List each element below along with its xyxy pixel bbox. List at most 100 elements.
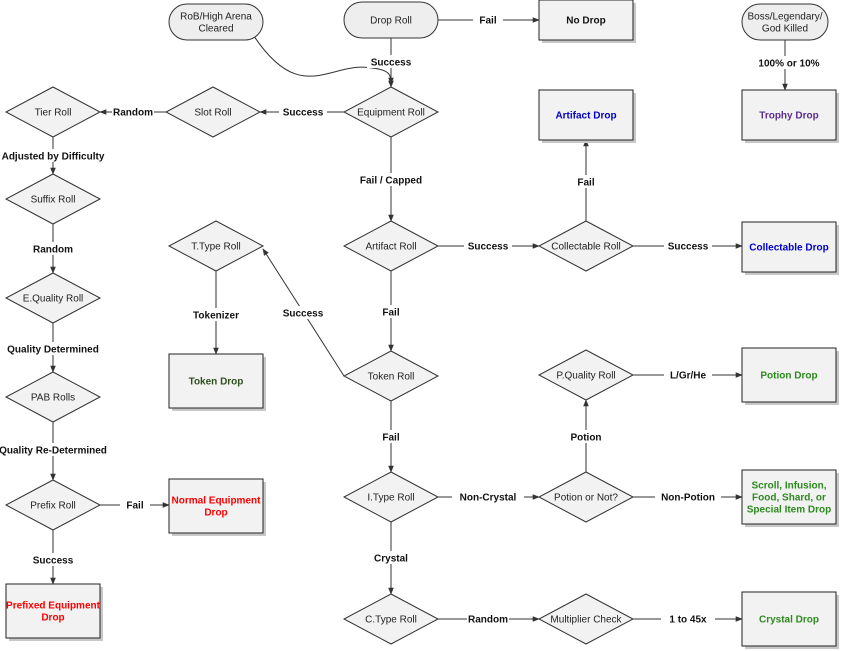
label-background (664, 368, 712, 381)
node-crystal-drop: Crystal Drop (741, 591, 839, 649)
edge-label-success-equipment: Success (367, 55, 415, 69)
decision-shape (342, 350, 440, 402)
label-background (32, 242, 74, 255)
label-background (186, 308, 246, 321)
decision-shape (4, 272, 102, 324)
node-label: T.Type Roll (191, 242, 240, 253)
outcome-box (741, 347, 837, 403)
edge-rob-cleared-to-equipment-roll (249, 29, 394, 85)
node-label: Boss/Legendary/ (747, 12, 822, 23)
node-potion-or-not: Potion or Not? (537, 471, 635, 523)
label-background (376, 430, 406, 443)
decision-shape (537, 471, 635, 523)
node-collectable-roll: Collectable Roll (537, 220, 635, 272)
edge-label-lgrhe: L/Gr/He (664, 368, 712, 382)
edge-label-random-tier: Random (112, 105, 154, 119)
node-label: God Killed (762, 24, 808, 35)
decision-shape (537, 593, 635, 645)
node-label: E.Quality Roll (23, 294, 84, 305)
edge-label-success-prefixed: Success (29, 553, 77, 567)
label-background (367, 551, 415, 564)
edge-label-success-collectable-roll: Success (464, 239, 512, 253)
label-background (655, 490, 721, 503)
edge-label-text: Quality Determined (7, 345, 99, 356)
edge-label-text: 100% or 10% (758, 59, 819, 70)
decision-shape (4, 173, 102, 225)
edge-label-success-ttype: Success (279, 306, 327, 320)
node-pquality-roll: P.Quality Roll (537, 349, 635, 401)
edge-label-success-collectable-drop: Success (664, 239, 712, 253)
edge-label-text: Non-Crystal (460, 493, 517, 504)
decision-shape (4, 371, 102, 423)
node-slot-roll: Slot Roll (164, 86, 262, 138)
decision-shape (4, 86, 102, 138)
decision-shape (164, 86, 262, 138)
node-label: I.Type Roll (367, 493, 414, 504)
edge-label-tokenizer: Tokenizer (186, 308, 246, 322)
node-label: RoB/High Arena (180, 12, 252, 23)
edge-label-quality-redetermined: Quality Re-Determined (0, 443, 119, 457)
edge-label-text: Random (468, 615, 508, 626)
label-background (565, 430, 607, 443)
edge-label-text: Adjusted by Difficulty (2, 152, 105, 163)
outcome-box (538, 0, 634, 41)
node-label: Slot Roll (194, 108, 231, 119)
outcome-box (741, 89, 837, 141)
label-background (367, 55, 415, 68)
outcome-box (741, 591, 837, 647)
node-label: P.Quality Roll (556, 371, 615, 382)
edge-label-text: 1 to 45x (669, 615, 707, 626)
edge-label-fail-normal: Fail (120, 498, 150, 512)
edge-label-quality-determined: Quality Determined (0, 342, 110, 356)
label-background (664, 239, 712, 252)
node-artifact-drop: Artifact Drop (538, 89, 636, 143)
decision-shape (4, 479, 102, 531)
outcome-box (168, 478, 264, 534)
node-multiplier-check: Multiplier Check (537, 593, 635, 645)
edge-label-text: Random (33, 245, 73, 256)
node-itype-roll: I.Type Roll (342, 471, 440, 523)
edge-label-text: L/Gr/He (670, 371, 707, 382)
node-label: Token Roll (368, 372, 415, 383)
node-label: Potion Drop (760, 371, 817, 382)
node-drop-roll: Drop Roll (343, 1, 439, 39)
label-background (661, 612, 715, 625)
node-pab-rolls: PAB Rolls (4, 371, 102, 423)
edge-label-potion: Potion (565, 430, 607, 444)
label-background (0, 342, 110, 355)
node-label: Trophy Drop (759, 111, 818, 122)
node-no-drop: No Drop (538, 0, 636, 43)
label-background (376, 305, 406, 318)
decision-shape (537, 220, 635, 272)
node-label: Normal Equipment (172, 496, 262, 507)
node-trophy-drop: Trophy Drop (741, 89, 839, 143)
outcome-box (741, 469, 837, 525)
decision-shape (342, 593, 440, 645)
edge-label-text: Fail (479, 16, 496, 27)
node-suffix-roll: Suffix Roll (4, 173, 102, 225)
edge-label-text: Fail (577, 178, 594, 189)
edge-label-text: Success (668, 242, 709, 253)
edge-label-fail-token: Fail (376, 305, 406, 319)
node-label: Artifact Roll (365, 242, 416, 253)
label-background (452, 490, 524, 503)
edge-label-non-crystal: Non-Crystal (452, 490, 524, 504)
node-label: PAB Rolls (31, 393, 75, 404)
node-label: Prefixed Equipment (6, 601, 101, 612)
edge-label-fail-capped: Fail / Capped (349, 173, 433, 187)
edge-label-text: Success (371, 58, 412, 69)
node-ttype-roll: T.Type Roll (167, 220, 265, 272)
edge-label-text: Success (283, 108, 324, 119)
edge-label-fail-no-drop: Fail (473, 13, 503, 27)
node-artifact-roll: Artifact Roll (342, 220, 440, 272)
node-prefix-roll: Prefix Roll (4, 479, 102, 531)
edge-label-fail-itype: Fail (376, 430, 406, 444)
node-label: Drop Roll (370, 16, 412, 27)
edge-label-random-multiplier: Random (467, 612, 509, 626)
node-label: Food, Shard, or (752, 493, 826, 504)
label-background (279, 306, 327, 319)
label-background (473, 13, 503, 26)
node-token-roll: Token Roll (342, 350, 440, 402)
